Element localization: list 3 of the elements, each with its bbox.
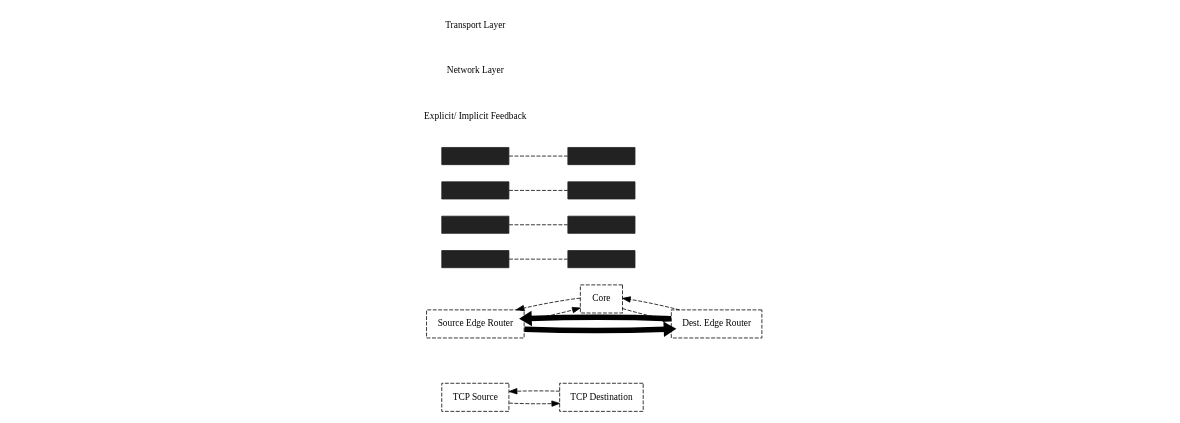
label: Network Layer xyxy=(446,65,504,76)
label: Transport Layer xyxy=(444,20,505,31)
label: Explicit/ Implicit Feedback xyxy=(423,110,527,121)
